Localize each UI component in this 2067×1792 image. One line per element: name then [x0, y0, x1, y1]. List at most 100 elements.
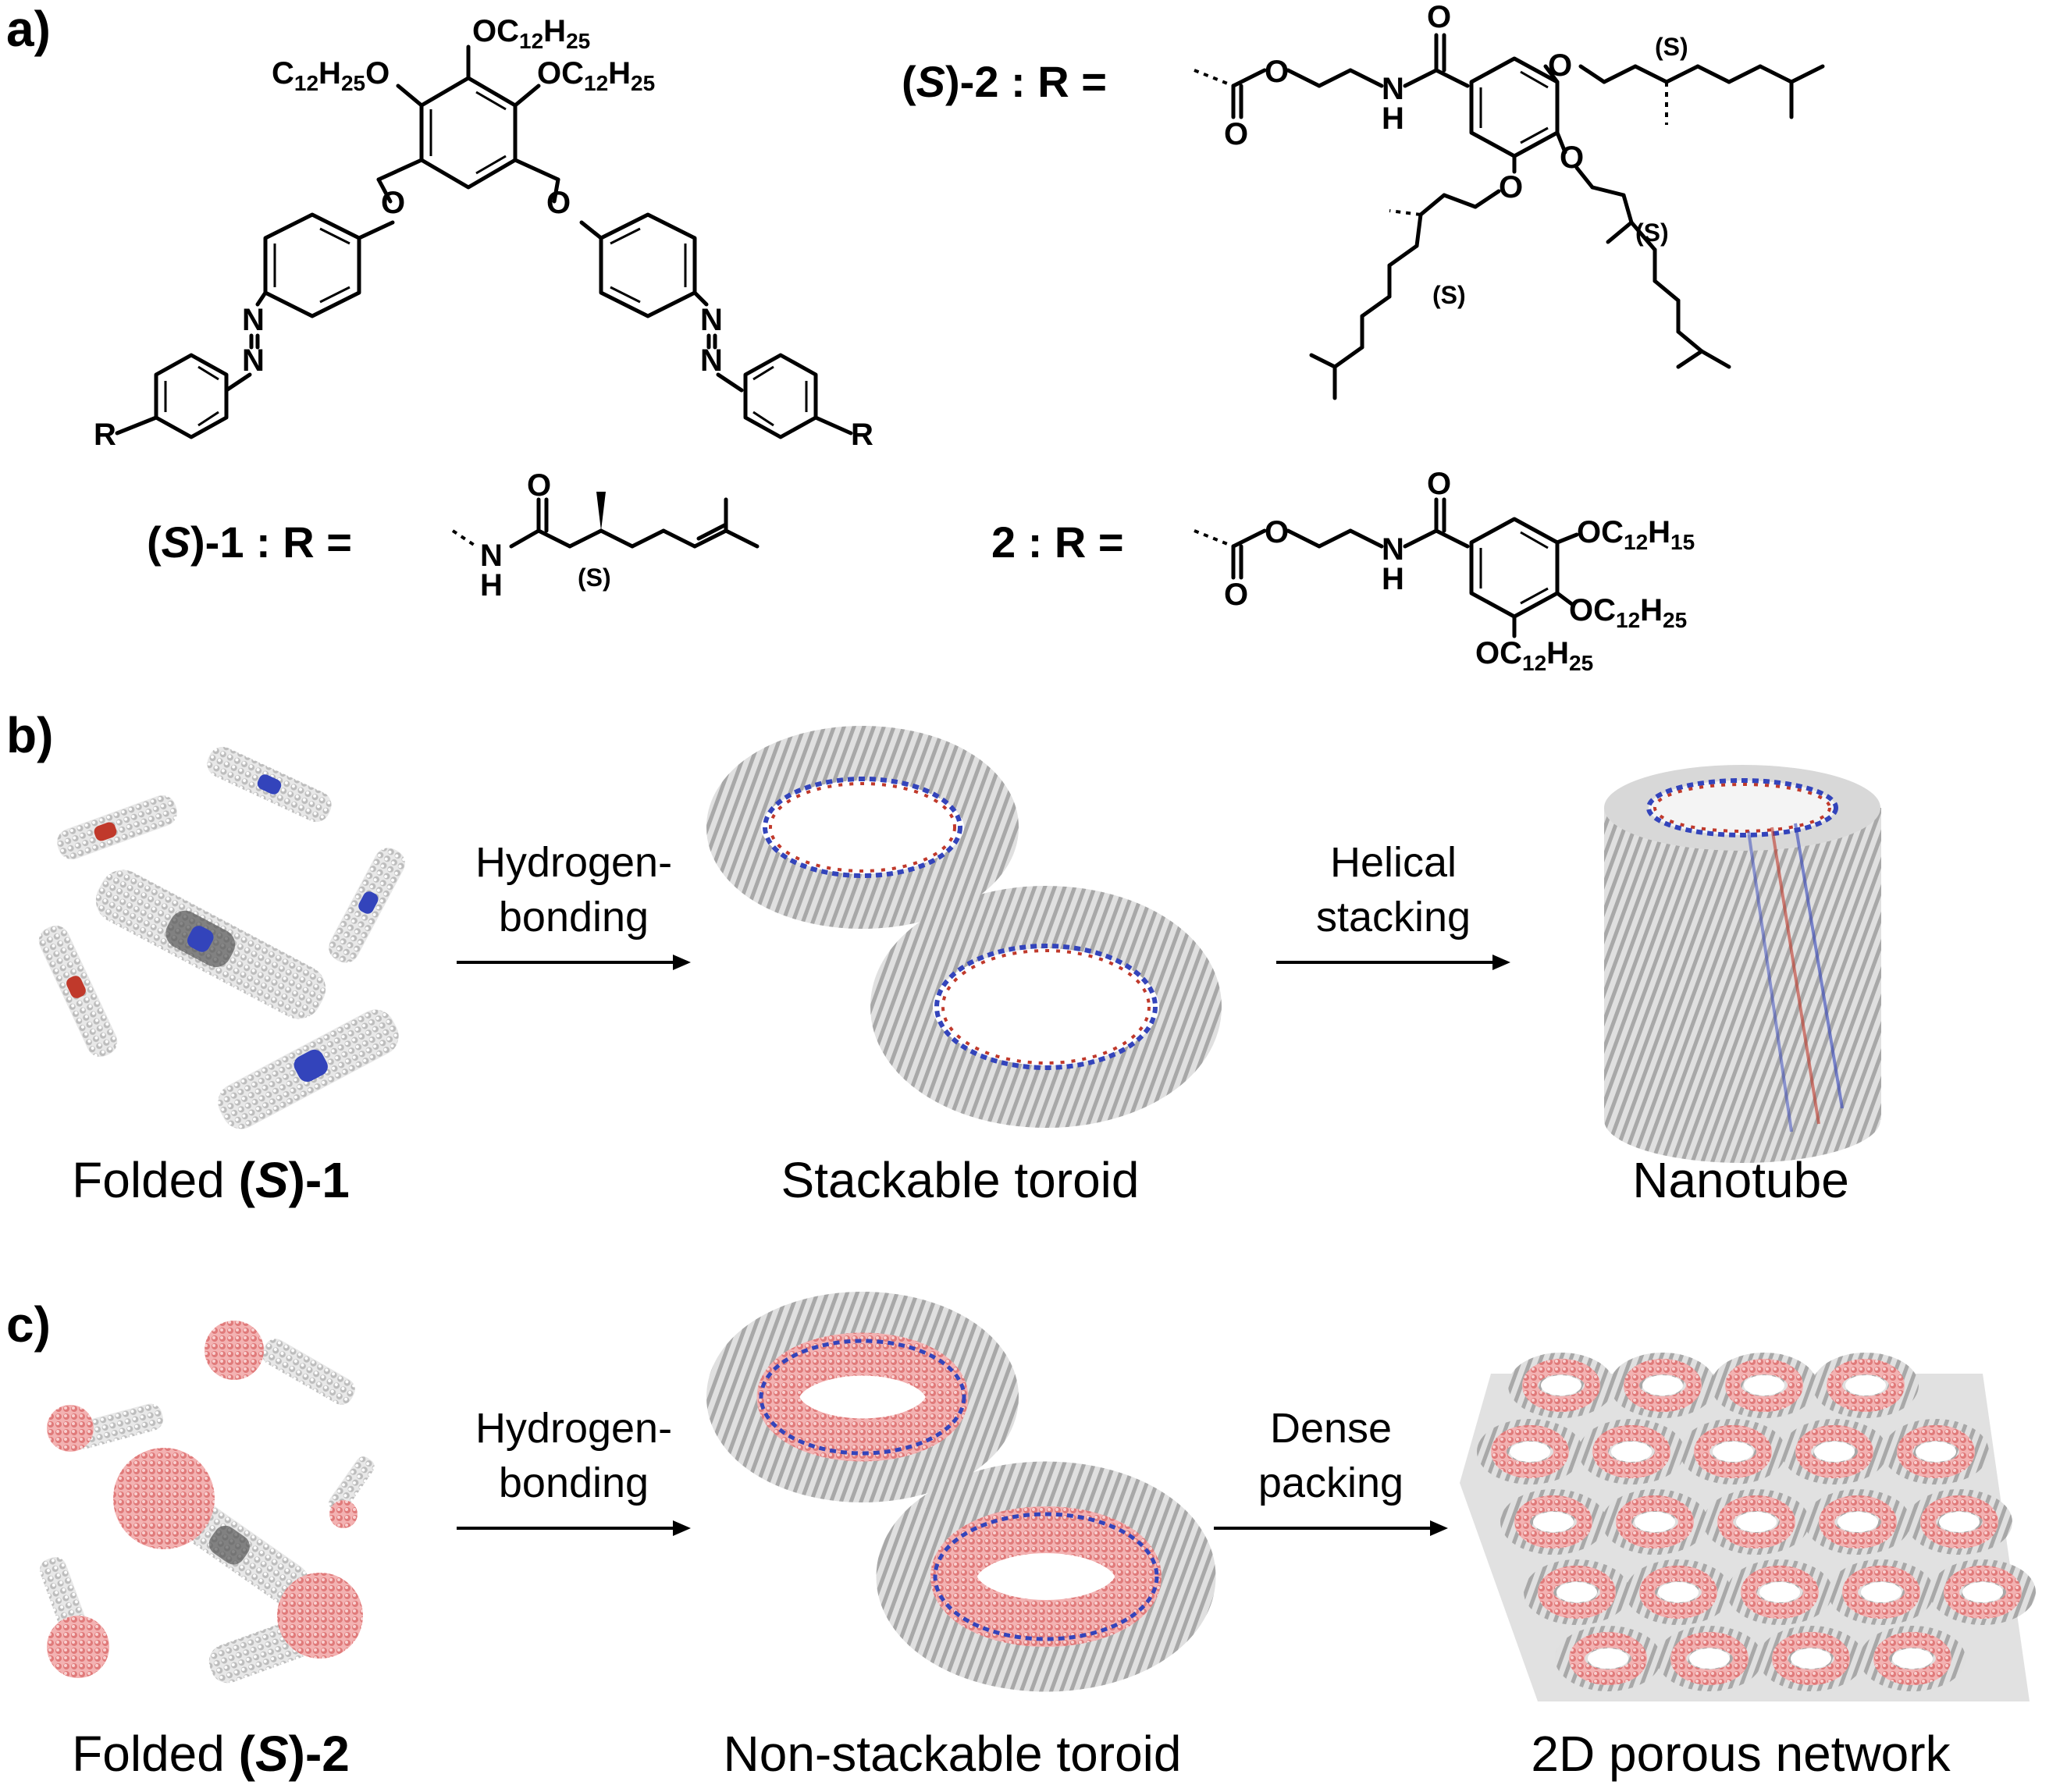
network-toroid-core: [1670, 1632, 1749, 1685]
network-toroid-pore: [1845, 1375, 1886, 1396]
network-toroid-pore: [1642, 1375, 1683, 1396]
c2-substituent-3: OC12H25: [1475, 636, 1594, 675]
network-toroid-pore: [1744, 1375, 1784, 1396]
compound2-r-group: [1194, 497, 1579, 638]
network-toroid-pore: [1939, 1512, 1980, 1532]
porous-network: [1460, 1353, 2036, 1701]
non-stackable-toroids: [706, 1292, 1216, 1692]
network-toroid-pore: [1759, 1582, 1800, 1602]
caption-folded-s2: Folded (S)-2: [72, 1726, 350, 1782]
network-toroid-pore: [1736, 1512, 1777, 1532]
c2-carbonyl-oxygen: O: [1224, 578, 1249, 612]
network-toroid-core: [1920, 1495, 1998, 1548]
core-top-substituent: OC12H25: [472, 14, 591, 53]
network-toroid-core: [1819, 1495, 1897, 1548]
compound-s2-label: (S)-2 : R =: [902, 57, 1107, 106]
network-toroid-core: [1522, 1359, 1600, 1412]
s1-amide-h: H: [480, 568, 503, 603]
folded-s2-molecules: [40, 1321, 375, 1684]
right-azo-n1: N: [700, 303, 723, 337]
arrow-b1-label: Hydrogen- bonding: [437, 835, 710, 944]
network-toroid-core: [1897, 1425, 1975, 1478]
caption-stackable-toroid: Stackable toroid: [781, 1152, 1140, 1208]
network-toroid-pore: [1658, 1582, 1699, 1602]
network-toroid-pore: [1541, 1375, 1581, 1396]
s2-carbonyl-oxygen: O: [1224, 117, 1249, 151]
arrow-c2-line1: Dense: [1269, 1405, 1393, 1452]
network-toroid-core: [1944, 1566, 2022, 1619]
s2-amide-n: N: [1382, 72, 1404, 106]
left-ether-oxygen: O: [381, 186, 406, 220]
network-toroid-pore: [1689, 1648, 1730, 1669]
arrow-b1: [457, 955, 691, 970]
s2-ester-oxygen: O: [1265, 55, 1290, 89]
network-toroid-core: [1616, 1495, 1694, 1548]
network-toroid-core: [1717, 1495, 1795, 1548]
arrow-c2-label: Dense packing: [1194, 1401, 1468, 1510]
network-toroid-core: [1538, 1566, 1616, 1619]
network-toroid-pore: [1635, 1512, 1675, 1532]
network-toroid-pore: [1962, 1582, 2003, 1602]
s2-amide-h: H: [1382, 101, 1404, 136]
arrow-b1-line2: bonding: [498, 894, 649, 940]
caption-2d-porous-network: 2D porous network: [1531, 1726, 1951, 1782]
network-toroid-core: [1772, 1632, 1850, 1685]
s2-stereo-label-2: (S): [1635, 219, 1669, 247]
core-left-substituent: C12H25O: [272, 56, 390, 95]
network-toroid-core: [1842, 1566, 1920, 1619]
network-toroid-core: [1694, 1425, 1772, 1478]
s2-stereo-label-3: (S): [1432, 281, 1466, 309]
c2-substituent-1: OC12H15: [1577, 515, 1695, 554]
left-azo-n1: N: [242, 303, 265, 337]
core-right-substituent: OC12H25: [537, 56, 656, 95]
c2-amide-n: N: [1382, 532, 1404, 567]
network-toroid-pore: [1791, 1648, 1831, 1669]
network-toroid-core: [1592, 1425, 1670, 1478]
network-toroid-pore: [1510, 1442, 1550, 1462]
left-azo-n2: N: [242, 343, 265, 378]
caption-folded-s1: Folded (S)-1: [72, 1152, 350, 1208]
folded-s1-molecules: [38, 746, 405, 1129]
network-toroid-core: [1491, 1425, 1569, 1478]
caption-non-stackable-toroid: Non-stackable toroid: [723, 1726, 1182, 1782]
right-r-group-label: R: [851, 418, 873, 452]
s1-amide-n: N: [480, 539, 503, 573]
network-toroid-pore: [1814, 1442, 1855, 1462]
c2-amide-h: H: [1382, 562, 1404, 596]
c2-ester-oxygen: O: [1265, 515, 1290, 549]
network-toroid-pore: [1556, 1582, 1597, 1602]
right-ether-oxygen: O: [546, 186, 571, 220]
arrow-b1-line1: Hydrogen-: [475, 839, 673, 886]
network-toroid-core: [1827, 1359, 1905, 1412]
network-toroid-core: [1639, 1566, 1717, 1619]
s1-r-group: [451, 492, 760, 549]
s1-stereo-label: (S): [578, 564, 611, 592]
arrow-c2-line2: packing: [1258, 1460, 1404, 1506]
network-toroid-pore: [1861, 1582, 1902, 1602]
network-toroid-core: [1569, 1632, 1647, 1685]
arrow-c1-line2: bonding: [498, 1460, 649, 1506]
network-toroid-core: [1795, 1425, 1873, 1478]
right-phenoxy-ring: [579, 212, 853, 439]
panel-b-label: b): [6, 707, 54, 763]
arrow-b2-label: Helical stacking: [1257, 835, 1530, 944]
s2-r-group: [1194, 33, 1825, 400]
left-phenoxy-ring: [115, 212, 395, 439]
network-toroid-core: [1624, 1359, 1702, 1412]
c2-substituent-2: OC12H25: [1569, 593, 1688, 632]
network-toroid-core: [1873, 1632, 1951, 1685]
network-toroid-pore: [1713, 1442, 1753, 1462]
arrow-b2: [1276, 955, 1510, 970]
caption-nanotube: Nanotube: [1632, 1152, 1849, 1208]
network-toroid-pore: [1611, 1442, 1652, 1462]
arrow-c1-label: Hydrogen- bonding: [437, 1401, 710, 1510]
c2-amide-carbonyl-o: O: [1427, 467, 1452, 501]
stackable-toroids: [706, 726, 1222, 1128]
network-toroid-core: [1514, 1495, 1592, 1548]
s2-ether-o2: O: [1499, 170, 1524, 204]
compound-2-label: 2 : R =: [991, 517, 1124, 567]
arrow-c1-line1: Hydrogen-: [475, 1405, 673, 1452]
right-azo-n2: N: [700, 343, 723, 378]
network-toroid-pore: [1588, 1648, 1628, 1669]
